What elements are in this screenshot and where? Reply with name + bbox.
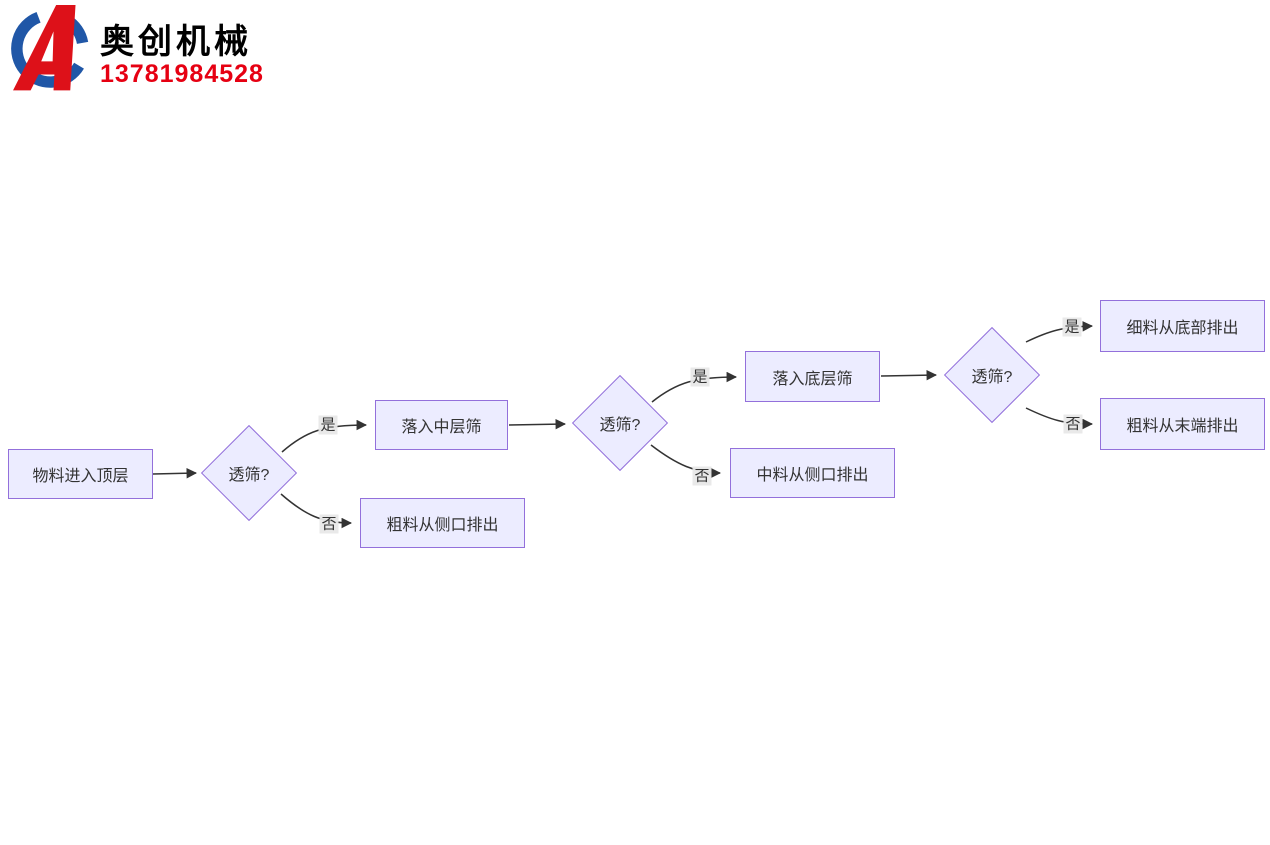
node-coarse-side: 粗料从侧口排出 [360, 498, 525, 548]
node-sieve-3: 透筛? [943, 326, 1041, 424]
edge-label-yes-1: 是 [318, 415, 338, 435]
node-fine-bottom: 细料从底部排出 [1100, 300, 1265, 352]
edge-bottomlayer-to-sieve3 [880, 369, 938, 381]
edge-label-no-1: 否 [319, 514, 339, 534]
node-bottom-layer: 落入底层筛 [745, 351, 880, 402]
node-coarse-end-label: 粗料从末端排出 [1126, 418, 1239, 435]
edge-sieve2-no [650, 444, 722, 479]
node-mid-layer-label: 落入中层筛 [401, 419, 482, 436]
edge-label-yes-3: 是 [1062, 317, 1082, 337]
node-sieve-3-label: 透筛? [971, 369, 1013, 386]
logo-letter-a [13, 5, 76, 91]
node-start-label: 物料进入顶层 [32, 468, 129, 485]
node-sieve-2-label: 透筛? [599, 417, 641, 434]
edge-sieve1-no [280, 493, 353, 529]
edge-label-no-2: 否 [692, 466, 712, 486]
site-header: 奥创机械 13781984528 [0, 0, 500, 100]
edge-start-to-sieve1 [152, 467, 198, 479]
node-sieve-1: 透筛? [200, 424, 298, 522]
edge-sieve3-yes [1025, 321, 1094, 343]
edge-label-yes-2: 是 [690, 367, 710, 387]
node-start: 物料进入顶层 [8, 449, 153, 499]
phone-number: 13781984528 [100, 60, 264, 88]
edge-sieve2-yes [651, 371, 738, 403]
node-sieve-2: 透筛? [571, 374, 669, 472]
edge-label-no-3: 否 [1063, 414, 1083, 434]
node-sieve-1-label: 透筛? [228, 467, 270, 484]
node-mid-side: 中料从侧口排出 [730, 448, 895, 498]
node-mid-side-label: 中料从侧口排出 [756, 467, 869, 484]
company-logo-icon [11, 5, 89, 91]
node-coarse-side-label: 粗料从侧口排出 [386, 517, 499, 534]
node-coarse-end: 粗料从末端排出 [1100, 398, 1265, 450]
node-mid-layer: 落入中层筛 [375, 400, 508, 450]
edge-midlayer-to-sieve2 [508, 418, 567, 430]
node-bottom-layer-label: 落入底层筛 [772, 370, 853, 388]
edge-sieve1-yes [281, 419, 368, 453]
company-name: 奥创机械 [100, 23, 252, 61]
node-fine-bottom-label: 细料从底部排出 [1126, 320, 1239, 337]
edge-sieve3-no [1025, 407, 1094, 430]
